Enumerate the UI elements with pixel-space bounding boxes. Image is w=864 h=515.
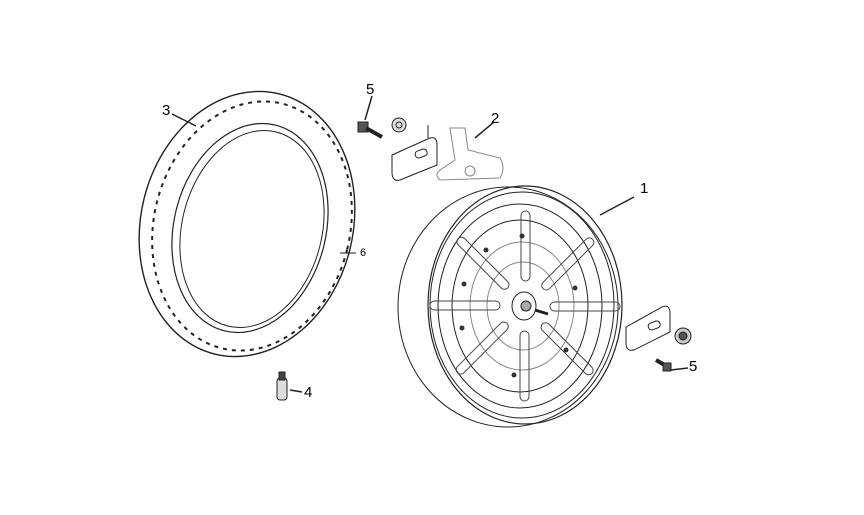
tire-leader-line — [171, 113, 197, 127]
callout-5-bolt-top: 5 — [366, 81, 375, 98]
bolt-top — [357, 95, 383, 139]
callout-6-tube: 6 — [360, 247, 367, 259]
axle-plate-right — [625, 305, 671, 351]
tire — [138, 90, 356, 358]
callout-3-tire: 3 — [162, 102, 171, 119]
callout-2-bracket: 2 — [491, 110, 500, 127]
valve-stem — [276, 371, 303, 401]
callout-4-valve: 4 — [304, 384, 313, 401]
callout-5-bolt-right: 5 — [689, 358, 698, 375]
bolt-right — [654, 358, 689, 372]
nut-top — [391, 117, 407, 133]
callout-1-wheel: 1 — [640, 180, 649, 197]
axle-plate-top — [391, 125, 438, 181]
rear-wheel-hub-motor — [397, 185, 635, 428]
nut-right — [674, 327, 692, 345]
bracket — [436, 121, 504, 181]
